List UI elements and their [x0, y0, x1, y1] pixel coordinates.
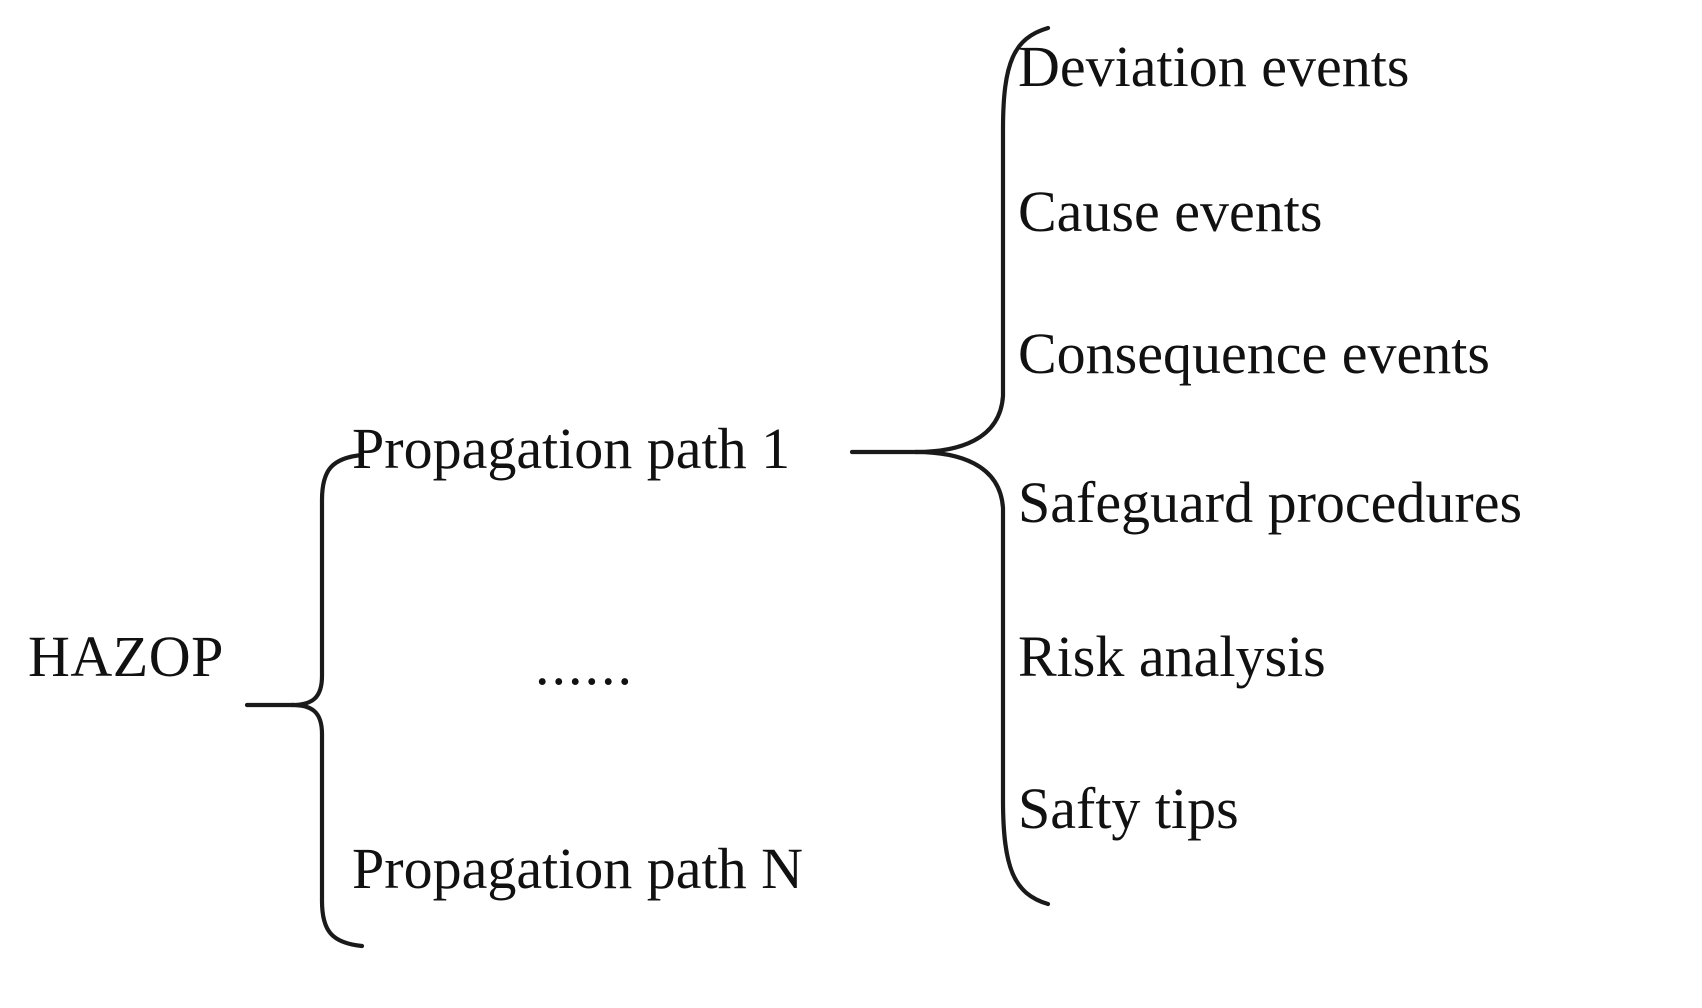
level3-item-safeguard-procedures: Safeguard procedures	[1018, 470, 1523, 535]
level3-item-consequence-events: Consequence events	[1018, 321, 1490, 386]
level2-item-propagation-path-n: Propagation path N	[352, 836, 804, 901]
level3-item-cause-events: Cause events	[1018, 179, 1323, 244]
root-node-hazop: HAZOP	[28, 624, 224, 689]
level3-item-risk-analysis: Risk analysis	[1018, 624, 1326, 689]
level2-item-ellipsis: ......	[535, 632, 634, 697]
left-brace-upper	[289, 452, 365, 708]
level2-item-propagation-path-1: Propagation path 1	[352, 416, 791, 481]
left-brace-lower	[289, 702, 365, 949]
level3-item-deviation-events: Deviation events	[1018, 34, 1410, 99]
level3-item-safty-tips: Safty tips	[1018, 776, 1239, 841]
